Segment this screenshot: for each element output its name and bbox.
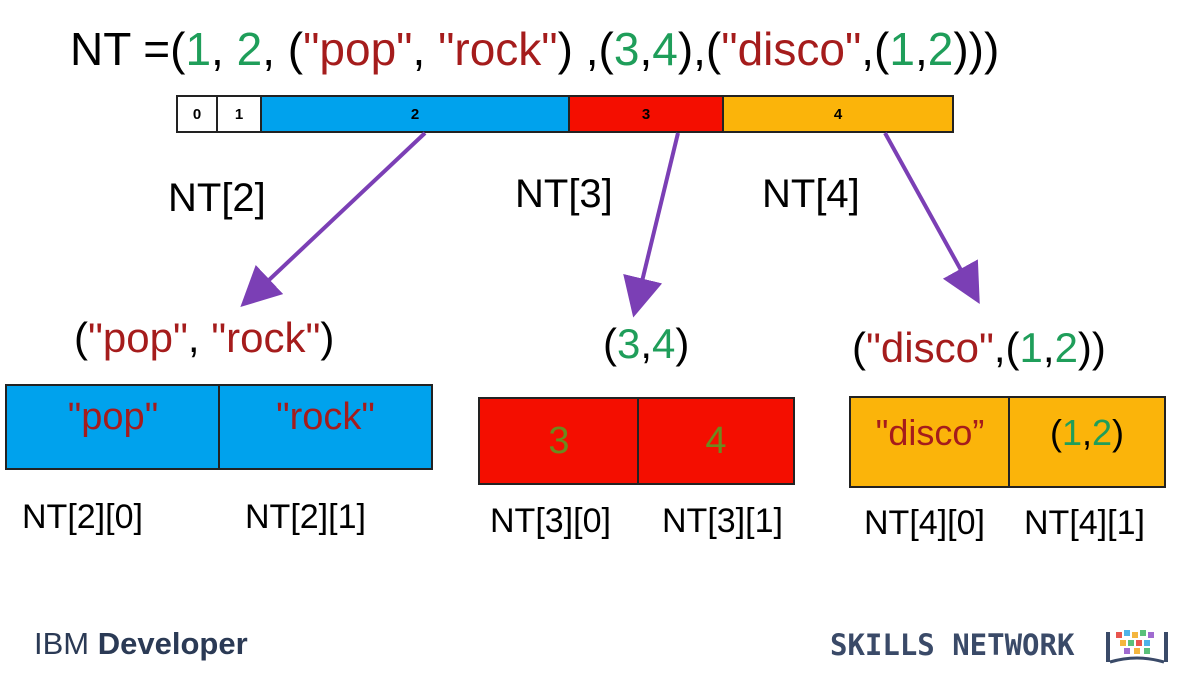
title-sep: ,: [412, 23, 439, 75]
index-cell-0: 0: [176, 95, 218, 133]
title-sep: ,: [639, 23, 653, 75]
cell-nt4-0: "disco”: [849, 396, 1011, 488]
tuple-item-disco: "disco": [866, 324, 994, 371]
title-num-1b: 1: [889, 23, 915, 75]
index-nt4-0: NT[4][0]: [864, 504, 985, 542]
title-num-2b: 2: [927, 23, 954, 75]
tuple-sep: ,(: [993, 324, 1020, 371]
arrow-nt4: [883, 132, 980, 304]
tuple-item-1: 1: [1019, 324, 1043, 371]
cell-nt2-1: "rock": [218, 384, 433, 470]
tuple-disco-1-2: ("disco",(1,2)): [852, 324, 1106, 372]
title-num-2: 2: [236, 23, 263, 75]
title-str-pop: "pop": [303, 23, 413, 75]
title-num-1: 1: [185, 23, 212, 75]
index-nt2-0: NT[2][0]: [22, 498, 143, 536]
ibm-developer-logo: IBM Developer: [34, 626, 248, 662]
paren-close: ): [320, 314, 335, 361]
cell-paren-open: (: [1049, 412, 1062, 453]
tuple-3-4: (3,4): [603, 320, 689, 368]
paren-open: (: [852, 324, 866, 371]
index-cell-3: 3: [568, 95, 724, 133]
tuple-item-4: 4: [652, 320, 676, 367]
title-sep: ),(: [677, 23, 722, 75]
title-sep: ,: [914, 23, 928, 75]
cell-paren-close: ): [1112, 412, 1125, 453]
title-sep: ) ,(: [557, 23, 614, 75]
index-nt4-1: NT[4][1]: [1024, 504, 1145, 542]
index-nt3-1: NT[3][1]: [662, 502, 783, 540]
tuple-sep: ,: [1042, 324, 1055, 371]
developer-text: Developer: [97, 626, 248, 661]
title-num-4: 4: [652, 23, 678, 75]
tuple-pop-rock: ("pop", "rock"): [74, 314, 334, 362]
tuple-item-pop: "pop": [88, 314, 188, 361]
arrow-nt3: [623, 132, 680, 318]
tuple-sep: ,: [187, 314, 212, 361]
index-cell-4: 4: [722, 95, 954, 133]
tuple-item-2: 2: [1054, 324, 1078, 371]
title-suffix: ))): [953, 23, 1000, 75]
index-nt3-0: NT[3][0]: [490, 502, 611, 540]
tuple-sep: ,: [640, 320, 653, 367]
cell-nt2-0: "pop": [5, 384, 221, 470]
paren-open: (: [74, 314, 88, 361]
skills-network-logo: SKILLS NETWORK: [830, 628, 1075, 662]
title-str-disco: "disco": [721, 23, 862, 75]
tuple-definition: NT =(1, 2, ("pop", "rock") ,(3,4),("disc…: [70, 22, 999, 76]
ibm-text: IBM: [34, 626, 98, 661]
arrow-nt2: [240, 131, 427, 307]
tuple-item-rock: "rock": [211, 314, 321, 361]
paren-close: ): [675, 320, 690, 367]
label-nt4: NT[4]: [762, 172, 860, 216]
cell-nt3-1: 4: [637, 397, 795, 485]
cell-nt3-0: 3: [478, 397, 640, 485]
cell-sep: ,: [1081, 412, 1092, 453]
cell-num-1: 1: [1061, 412, 1082, 453]
paren-open: (: [603, 320, 617, 367]
title-sep: ,: [211, 23, 237, 75]
cell-num-2: 2: [1092, 412, 1113, 453]
index-cell-2: 2: [260, 95, 570, 133]
label-nt2: NT[2]: [168, 176, 266, 220]
title-prefix: NT =(: [70, 23, 186, 75]
paren-close: )): [1077, 324, 1106, 371]
skills-network-book-icon: [1106, 630, 1168, 664]
title-str-rock: "rock": [438, 23, 558, 75]
label-nt3: NT[3]: [515, 172, 613, 216]
index-nt2-1: NT[2][1]: [245, 498, 366, 536]
title-sep: ,(: [861, 23, 890, 75]
title-num-3: 3: [613, 23, 640, 75]
title-sep: , (: [262, 23, 304, 75]
tuple-item-3: 3: [617, 320, 641, 367]
cell-nt4-1: (1,2): [1008, 396, 1166, 488]
